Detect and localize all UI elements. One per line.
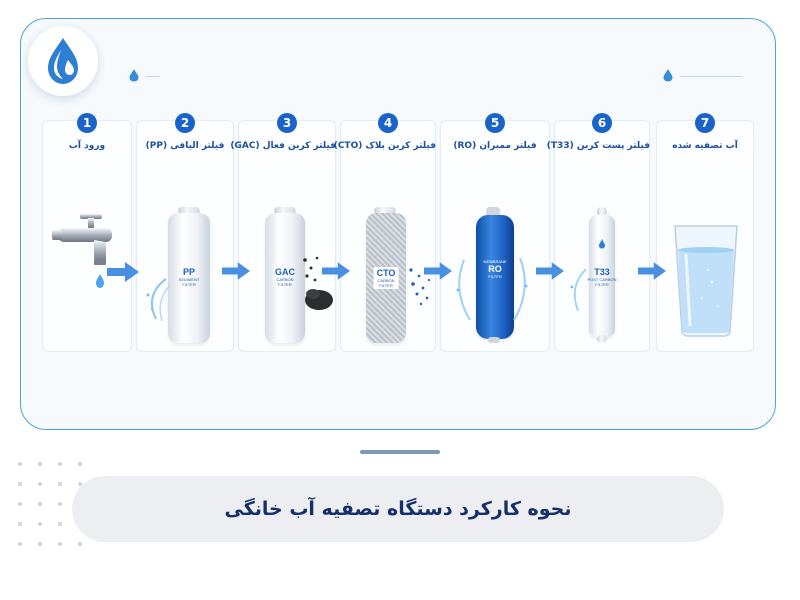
decorative-line xyxy=(680,76,742,77)
water-particles-icon xyxy=(409,268,431,306)
step-1-label: ورود آب xyxy=(68,141,106,151)
ro-membrane-cartridge: MEMBRANE RO FILTER xyxy=(476,215,514,339)
water-drop-icon xyxy=(663,69,673,82)
water-splash-icon xyxy=(456,257,528,321)
water-drop-icon xyxy=(599,239,605,249)
step-5-number: 5 xyxy=(485,113,505,133)
step-1-number: 1 xyxy=(77,113,97,133)
pp-filter-cap xyxy=(178,207,200,215)
step-3-label: فیلتر کربن فعال (GAC) xyxy=(230,141,336,151)
gac-filter-cartridge: GAC CARBON FILTER xyxy=(265,213,305,343)
step-7-label: آب تصفیه شده xyxy=(672,141,738,151)
arrow-right-icon xyxy=(107,262,139,282)
step-7-number: 7 xyxy=(695,113,715,133)
step-6-number: 6 xyxy=(592,113,612,133)
page-title: نحوه کارکرد دستگاه تصفیه آب خانگی xyxy=(224,498,572,520)
water-glass-icon xyxy=(674,225,738,337)
water-splash-icon xyxy=(146,278,171,322)
faucet-icon xyxy=(52,214,112,288)
decorative-line xyxy=(146,76,160,77)
step-6-label: فیلتر پست کربن (T33) xyxy=(546,141,650,151)
step-5-label: فیلتر ممبران (RO) xyxy=(453,141,537,151)
ro-filter-bottom-cap xyxy=(488,337,500,343)
arrow-right-icon xyxy=(424,262,452,280)
water-splash-icon xyxy=(570,268,587,312)
brand-logo xyxy=(28,26,98,96)
ro-filter-tag: MEMBRANE RO FILTER xyxy=(483,259,507,279)
arrow-right-icon xyxy=(222,262,250,280)
water-drop-logo-icon xyxy=(48,38,78,84)
carbon-granules-icon xyxy=(303,256,333,310)
t33-filter-cartridge: T33 POST CARBON FILTER xyxy=(587,215,617,337)
step-3-number: 3 xyxy=(277,113,297,133)
step-4-number: 4 xyxy=(378,113,398,133)
pp-filter-tag: PP SEDIMENT FILTER xyxy=(178,267,200,287)
t33-filter-inlet xyxy=(597,207,607,217)
cto-filter-cap xyxy=(374,207,396,215)
arrow-right-icon xyxy=(536,262,564,280)
gac-filter-tag: GAC CARBON FILTER xyxy=(275,267,295,287)
arrow-right-icon xyxy=(638,262,666,280)
gac-filter-cap xyxy=(274,207,296,215)
pp-filter-cartridge: PP SEDIMENT FILTER xyxy=(168,213,210,343)
step-2-number: 2 xyxy=(175,113,195,133)
t33-filter-outlet xyxy=(597,335,607,343)
step-4-label: فیلتر کربن بلاک (CTO) xyxy=(333,141,436,151)
cto-filter-tag: CTO CARBON FILTER xyxy=(373,267,399,289)
section-divider xyxy=(360,450,440,454)
cto-filter-cartridge: CTO CARBON FILTER xyxy=(366,213,406,343)
water-drop-icon xyxy=(129,69,139,82)
ro-filter-cap xyxy=(486,207,500,217)
t33-filter-tag: T33 POST CARBON FILTER xyxy=(587,267,617,287)
arrow-right-icon xyxy=(322,262,350,280)
title-bar: نحوه کارکرد دستگاه تصفیه آب خانگی xyxy=(72,476,724,542)
step-2-label: فیلتر الیافی (PP) xyxy=(145,141,225,151)
